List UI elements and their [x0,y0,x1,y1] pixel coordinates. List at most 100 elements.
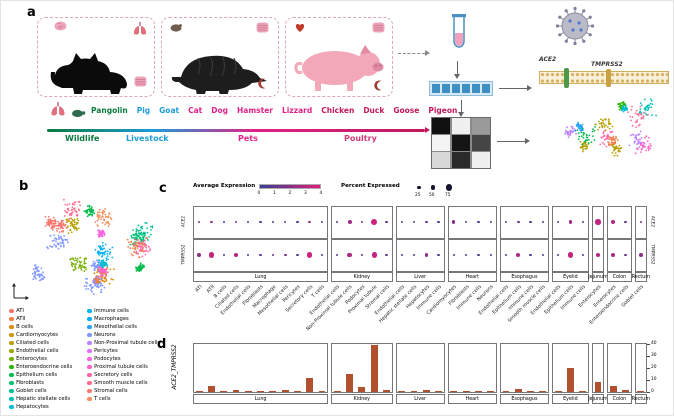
gene-row-label-left: TMPRSS2 [181,244,187,265]
legend-color-dot [9,308,14,314]
expression-dot [247,253,250,257]
lungs-icon [133,22,147,35]
barchart-facet [591,343,605,393]
expression-bar [475,391,482,392]
dotplot-facet-tmprss2 [552,239,589,272]
expression-dot [271,220,274,224]
dotplot-facet-ace2 [552,206,589,239]
intestine-icon [256,22,269,33]
legend-item: Pericytes [87,347,165,355]
expression-dot [557,220,560,224]
arrow-chip-to-virus [499,88,527,90]
avg-scale-tick: 4 [319,190,323,196]
barchart-facet [447,343,497,393]
barchart-facet [607,343,632,393]
tissue-strip-bottom: Kidney [331,394,393,404]
animal-group-label: Poultry [344,134,377,143]
expression-bar [281,389,289,392]
expression-dot [581,253,584,257]
umap-mini [564,98,657,157]
y-tick-label: 30 [651,353,657,359]
expression-dot [400,220,403,224]
legend-item: Proximal tubule cells [87,363,165,371]
panel-label-a: a [27,5,36,20]
tissue-strip-bottom: Heart [447,394,497,404]
expression-bar [333,391,341,392]
barchart-facet [331,343,393,393]
legend-color-dot [9,356,14,362]
arrow-down-icon [454,74,460,79]
virus-icon [555,6,595,46]
pct-scale-label: 50 [429,192,435,198]
expression-bar [609,386,617,392]
expression-dot [595,219,601,225]
legend-color-dot [87,316,92,322]
legend-item: T cells [87,395,165,403]
expression-dot [347,220,352,224]
sequencing-chip-icon [429,81,493,96]
avg-scale-tick: 1 [273,190,276,196]
legend-item-label: Secretory cells [94,372,133,378]
animal-box-3 [285,17,393,97]
dotplot-facet-tmprss2 [591,239,605,272]
expression-dot [437,253,440,257]
legend-item-label: Fibroblasts [16,380,44,386]
legend-item-label: Epithelium cells [16,372,58,378]
dotplot-facet-tmprss2 [499,239,549,272]
expression-bar [370,345,378,392]
animal-group-label: Livestock [126,134,169,143]
barchart-facet [193,343,329,393]
expression-bar [539,391,547,392]
tissue-strip-top: Kidney [331,272,393,282]
legend-color-dot [87,324,92,330]
legend-item: Non-Proximal tubule cells [87,339,165,347]
legend-item: Secretory cells [87,371,165,379]
expression-dot [360,253,364,257]
legend-color-dot [9,340,14,346]
avg-scale-tick: 2 [288,190,292,196]
expression-dot [529,220,532,224]
expression-dot [400,253,403,257]
avg-scale-tick: 3 [304,190,307,196]
expression-bar [487,391,495,392]
legend-item-label: Stromal cells [94,388,128,394]
barchart-facet [499,343,549,393]
expression-dot [452,220,456,224]
expression-dot [259,253,262,257]
arrow-heatmap-to-umap [497,141,525,143]
dotplot-facet-tmprss2 [395,239,445,272]
legend-item: Ciliated cells [9,339,87,347]
legend-item: Neurons [87,331,165,339]
expression-heatmap-icon [431,117,491,169]
expression-dot [489,253,492,257]
expression-dot [371,218,378,226]
expression-dot [283,253,287,257]
tissue-strip-top: Eyelid [552,272,589,282]
expression-dot [541,253,545,257]
expression-dot [412,220,416,224]
arrow-chip-to-heatmap [461,100,463,112]
legend-color-dot [9,404,14,410]
expression-dot [247,220,250,224]
expression-dot [233,252,239,258]
expression-dot [222,220,225,224]
legend-color-dot [9,380,14,386]
expression-dot [529,253,532,257]
legend-item-label: Proximal tubule cells [94,364,148,370]
brain-icon [54,21,67,31]
arrow-right-icon [527,84,532,91]
legend-item-label: Goblet cells [16,388,47,394]
tissue-strip-bottom: Colon [607,394,632,404]
dotplot-facet-ace2 [331,206,393,239]
legend-color-dot [9,324,14,330]
ace2-label: ACE2 [539,56,557,63]
animal-box-1 [37,17,155,97]
expression-bar [244,391,252,392]
expression-dot [347,252,352,258]
turtle-icon [72,109,86,118]
y-tick [647,343,650,345]
intestine-icon [134,76,147,87]
legend-color-dot [87,348,92,354]
expression-dot [209,220,213,224]
